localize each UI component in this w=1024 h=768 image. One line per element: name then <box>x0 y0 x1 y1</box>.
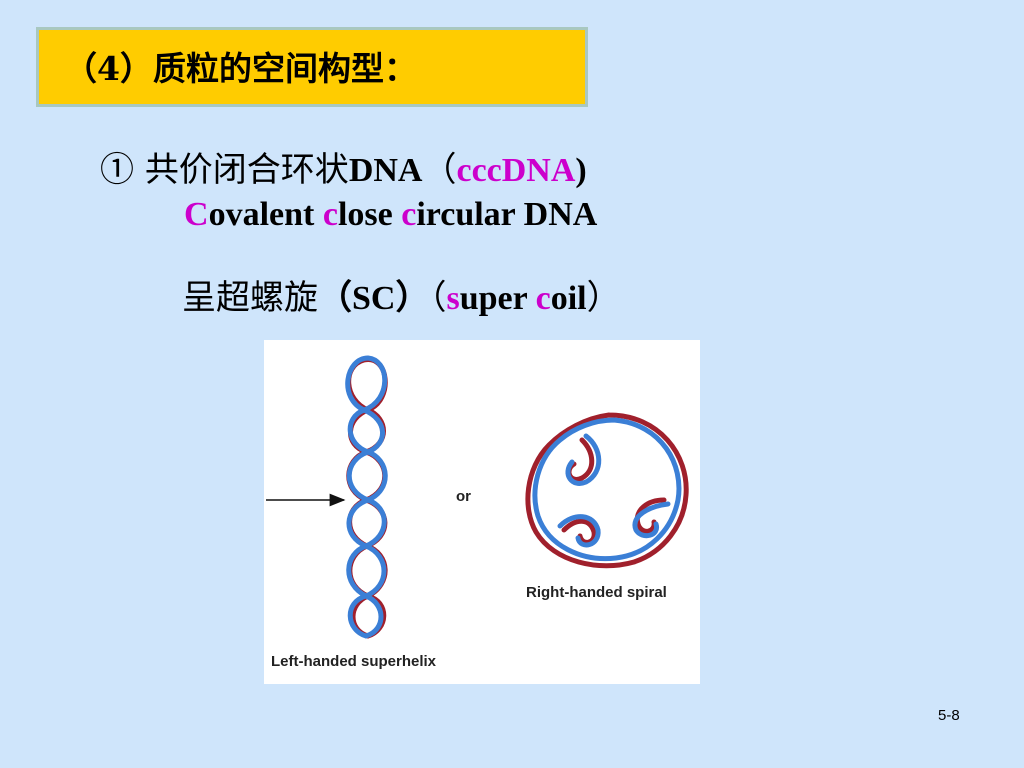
dna-figure: or Right-handed spiral Left-handed super… <box>264 340 700 684</box>
supercoiled-dna-icon <box>345 355 388 639</box>
initial-c1: C <box>184 196 209 233</box>
initial-s: s <box>446 280 460 317</box>
word-lose: lose <box>337 196 402 233</box>
word-ircular-dna: ircular DNA <box>416 196 598 233</box>
item2-paren-close: ） <box>586 278 621 318</box>
item2-sc: （SC） <box>318 280 430 317</box>
item1-abbr: cccDNA <box>456 152 576 189</box>
dna-figure-art <box>266 355 689 639</box>
item1-paren-close: ) <box>575 152 587 189</box>
item2-paren-open: （ <box>429 278 447 318</box>
title-box <box>36 27 588 107</box>
item1-marker: ① <box>100 150 134 190</box>
spiral-dna-icon <box>525 412 689 569</box>
initial-c3: c <box>401 196 417 233</box>
word-ovalent: ovalent <box>208 196 323 233</box>
page-number: 5-8 <box>938 707 960 724</box>
slide-title: （4）质粒的空间构型： <box>64 49 417 88</box>
item1-zh: 共价闭合环状 <box>144 150 349 190</box>
item2-line: 呈超螺旋（SC）（super coil） <box>182 270 621 319</box>
item1-dna: DNA <box>348 152 423 189</box>
initial-c: c <box>535 280 551 317</box>
caption-left: Left-handed superhelix <box>271 653 437 670</box>
or-label: or <box>456 488 471 505</box>
item1-english: Covalent close circular DNA <box>184 196 597 234</box>
initial-c2: c <box>322 196 338 233</box>
word-uper: uper <box>459 280 536 317</box>
word-oil: oil <box>550 280 587 317</box>
item1-paren-open: （ <box>422 150 457 190</box>
item2-zh: 呈超螺旋 <box>182 278 318 318</box>
caption-right: Right-handed spiral <box>526 584 667 601</box>
item1-line: ① 共价闭合环状DNA（cccDNA) <box>100 142 587 191</box>
